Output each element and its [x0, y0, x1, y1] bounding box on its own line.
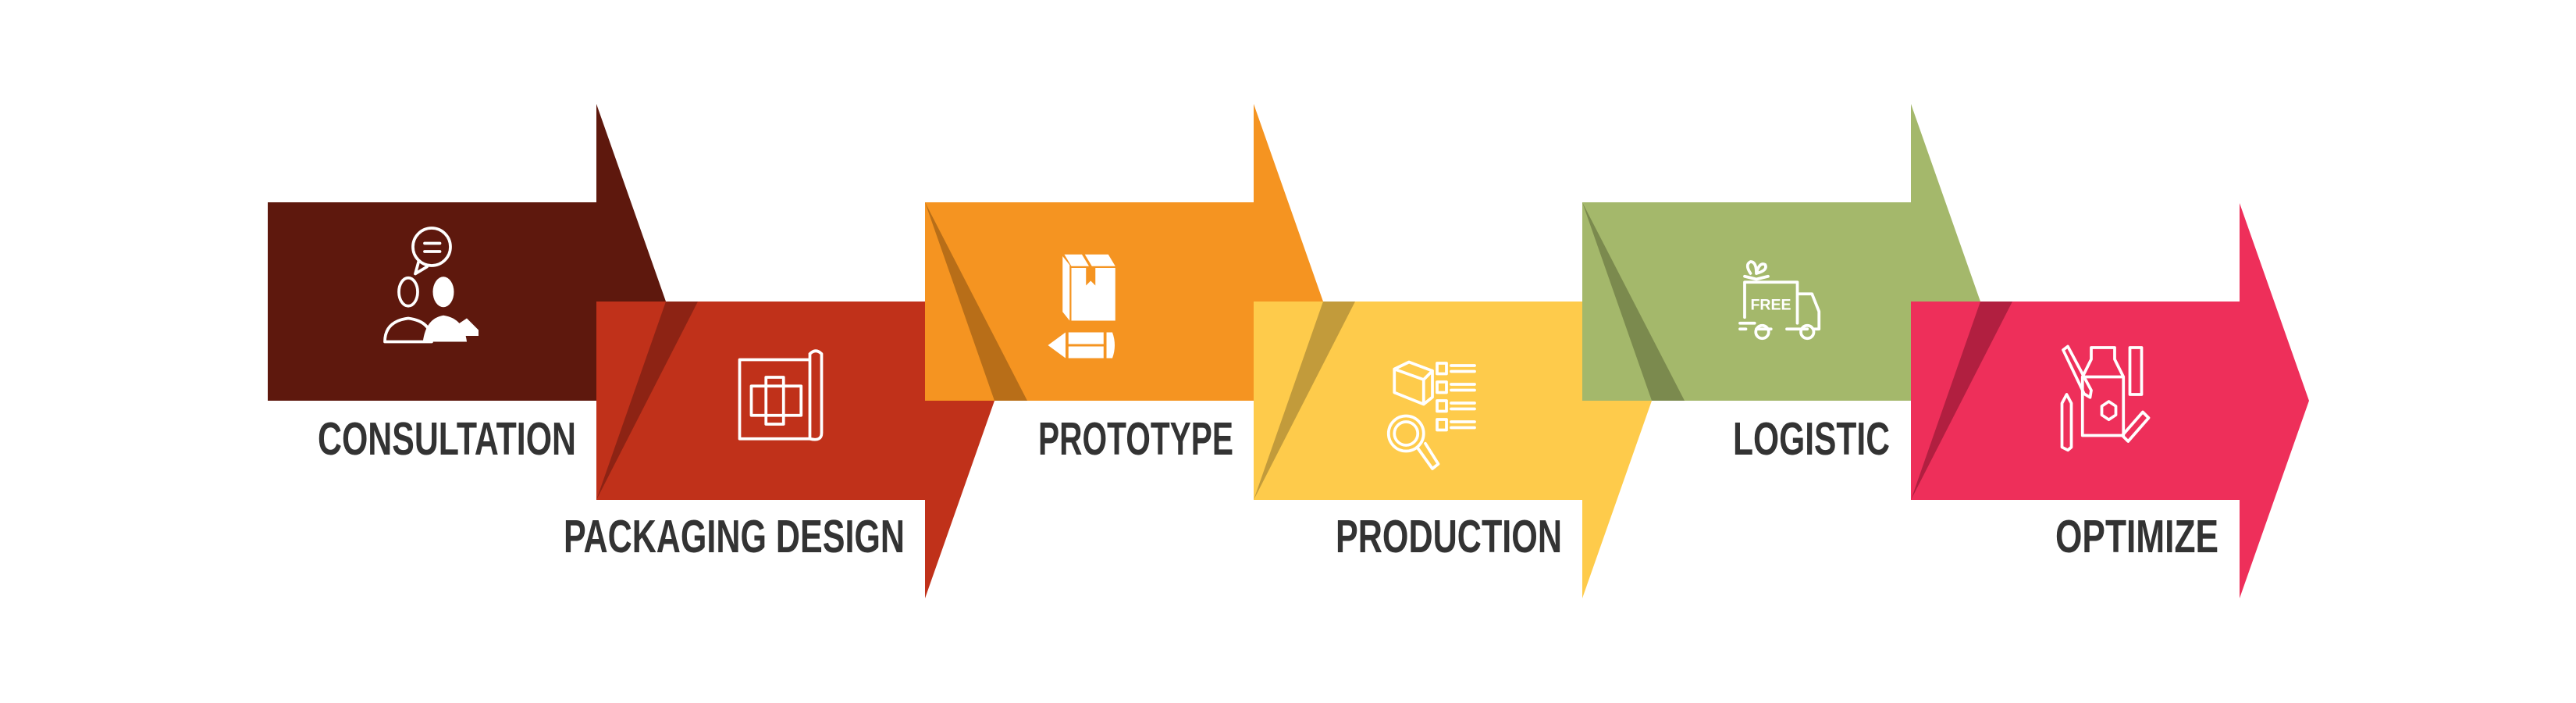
box-checklist-magnifier-icon — [1386, 360, 1476, 470]
free-delivery-truck-icon: FREE — [1738, 260, 1821, 341]
icons-layer: FREE — [383, 227, 2151, 470]
arrow-fold-shadow — [596, 302, 698, 500]
step-label-production: PRODUCTION — [1336, 511, 1562, 562]
box-pencil-icon — [1048, 254, 1115, 359]
blueprint-box-icon — [738, 349, 824, 441]
step-label-optimize: OPTIMIZE — [2055, 511, 2218, 562]
arrow-fold-shadow — [1582, 202, 1685, 401]
step-label-logistic: LOGISTIC — [1733, 413, 1890, 465]
truck-free-text: FREE — [1751, 297, 1791, 314]
arrow-fold-shadow — [925, 202, 1027, 401]
arrow-fold-shadow — [1911, 302, 2012, 500]
arrow-fold-shadow — [1254, 302, 1355, 500]
step-label-consultation: CONSULTATION — [318, 413, 576, 465]
step-label-packaging-design: PACKAGING DESIGN — [564, 511, 905, 562]
step-label-prototype: PROTOTYPE — [1038, 413, 1233, 465]
consultation-people-icon — [383, 227, 479, 344]
packaging-tools-icon — [2060, 344, 2151, 452]
labels-layer: CONSULTATION PACKAGING DESIGN PROTOTYPE … — [318, 413, 2218, 562]
arrow-consultation — [268, 104, 666, 499]
